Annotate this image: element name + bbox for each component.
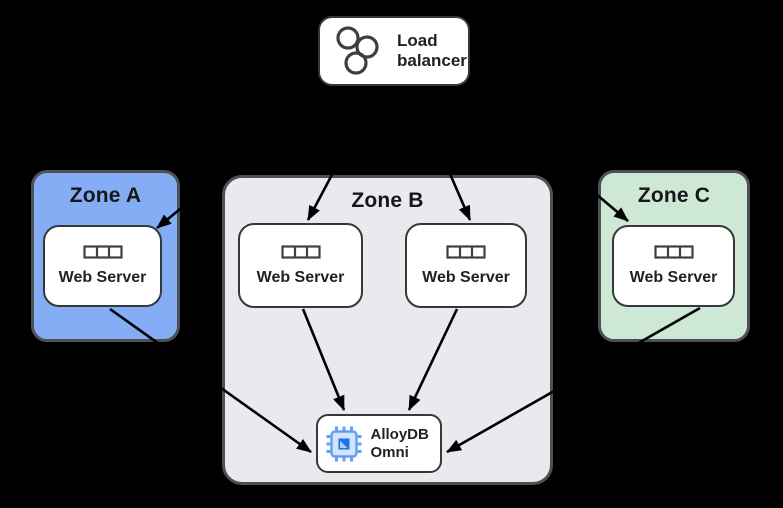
web-server-label: Web Server bbox=[629, 269, 718, 286]
load-balancer-circles-icon bbox=[336, 26, 379, 75]
server-rack-icon bbox=[280, 244, 321, 259]
web-server-zone-a: Web Server bbox=[43, 225, 162, 307]
alloydb-omni-label: AlloyDB Omni bbox=[370, 426, 429, 461]
zone-a-title: Zone A bbox=[69, 184, 142, 207]
web-server-zone-b-2: Web Server bbox=[405, 223, 527, 308]
web-server-label: Web Server bbox=[256, 268, 345, 286]
web-server-zone-c: Web Server bbox=[612, 225, 735, 307]
web-server-label: Web Server bbox=[58, 269, 147, 286]
load-balancer-label: Load balancer bbox=[397, 30, 467, 70]
web-server-label: Web Server bbox=[422, 268, 510, 286]
zone-b-title: Zone B bbox=[351, 189, 424, 212]
alloydb-omni-node: AlloyDB Omni bbox=[316, 414, 442, 473]
server-rack-icon bbox=[82, 245, 123, 259]
alloydb-omni-chip-icon bbox=[326, 426, 361, 461]
zone-c-title: Zone C bbox=[637, 184, 711, 207]
web-server-zone-b-1: Web Server bbox=[238, 223, 363, 308]
server-rack-icon bbox=[653, 245, 694, 259]
load-balancer-node: Load balancer bbox=[318, 16, 470, 86]
server-rack-icon bbox=[446, 244, 486, 259]
